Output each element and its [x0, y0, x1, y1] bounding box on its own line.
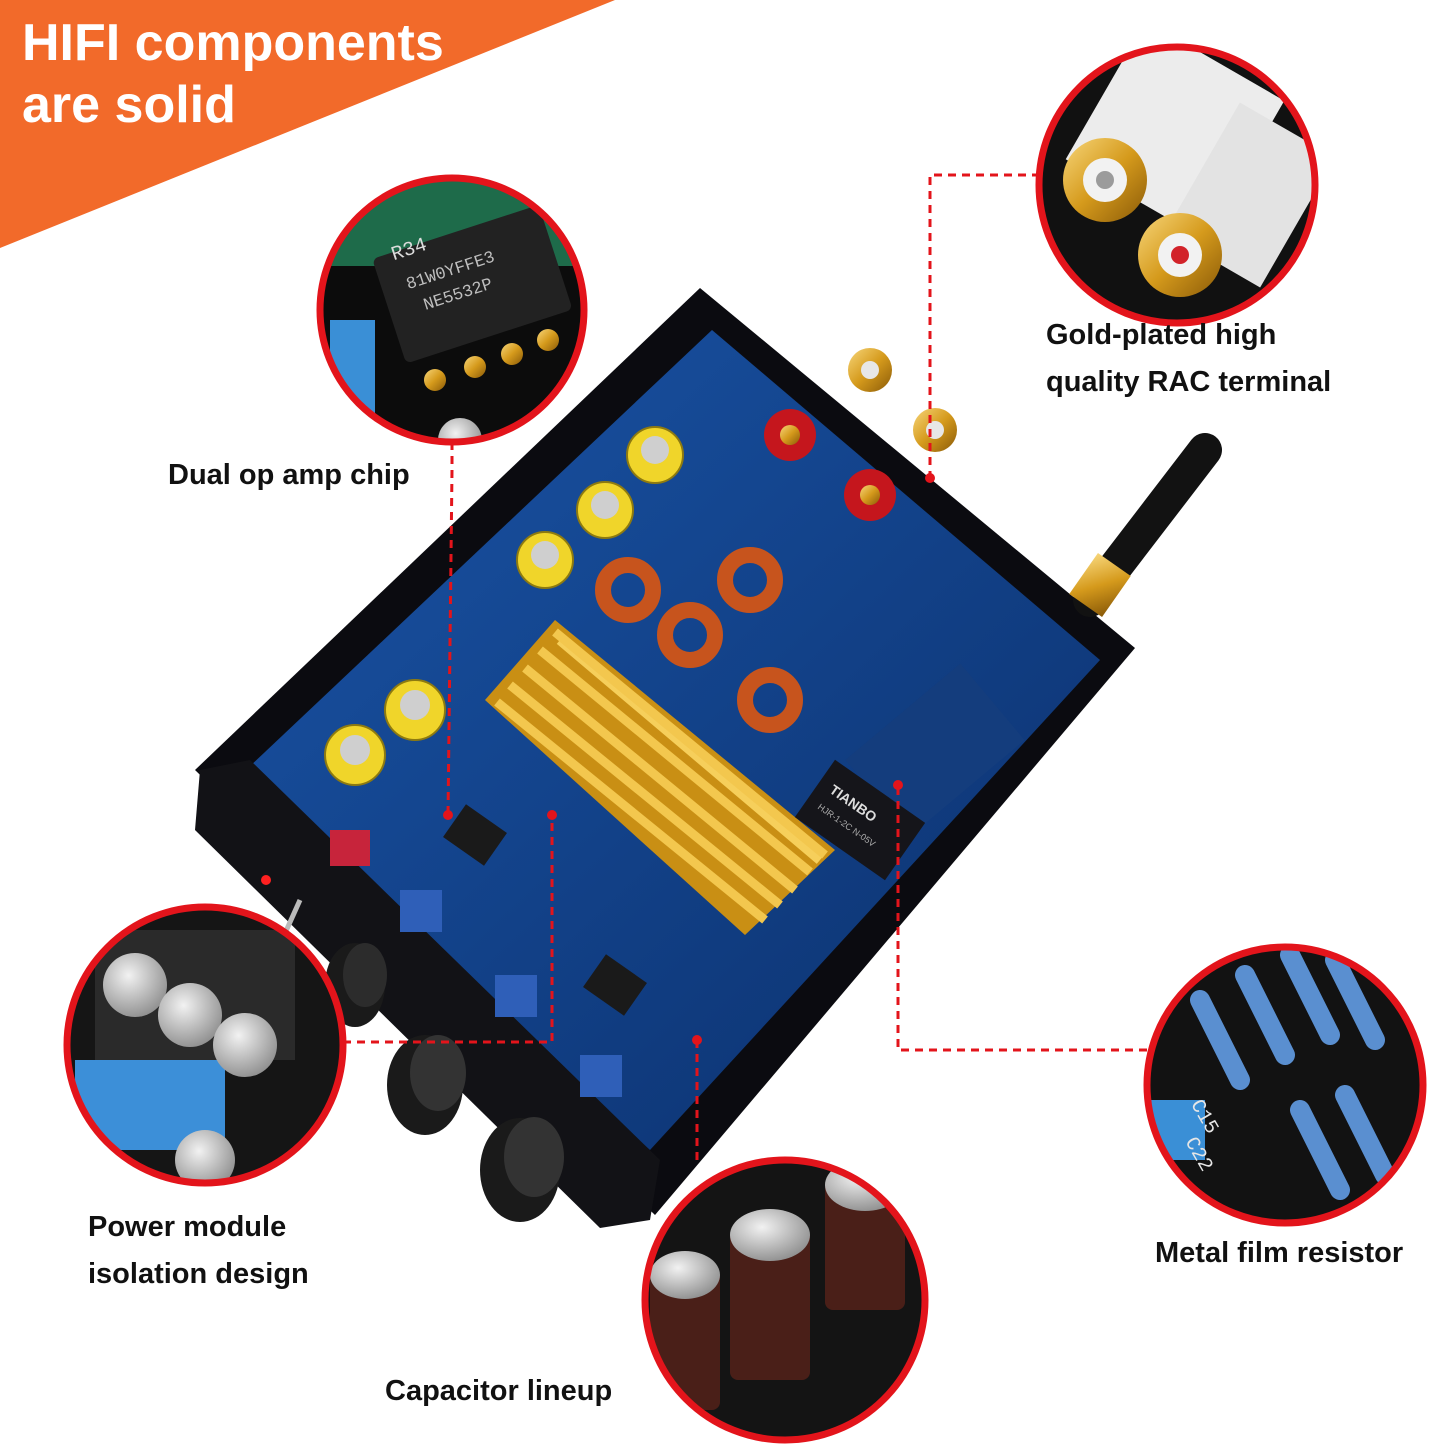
relay: TIANBO HJR-1-2C N-05V: [794, 759, 926, 881]
callout-ring: [63, 903, 347, 1187]
caption-power-module: Power module isolation design: [88, 1204, 309, 1298]
headline-line-2: are solid: [22, 76, 236, 134]
caption-text: Dual op amp chip: [168, 459, 410, 491]
callout-opamp-zoom: 81W0YFFE3 NE5532P R34: [316, 174, 588, 446]
power-led: [261, 875, 271, 885]
power-jack: [330, 830, 370, 866]
opamp-chip-1: [443, 804, 507, 866]
caption-text: Capacitor lineup: [385, 1375, 613, 1407]
headline-banner: [0, 0, 615, 248]
caption-text: Metal film resistor: [1155, 1237, 1404, 1269]
bluetooth-module: [845, 663, 1025, 837]
callout-rca-zoom: [1035, 43, 1319, 327]
bass-knob: [480, 1117, 564, 1222]
amplifier-unit: TIANBO HJR-1-2C N-05V: [195, 288, 1222, 1228]
opamp-chip-2: [583, 954, 647, 1016]
caption-line-1: Power module: [88, 1211, 287, 1243]
leader-lines: [343, 173, 1147, 1160]
callout-caps-zoom: [641, 1156, 929, 1444]
leader-rca: [928, 173, 1040, 478]
callout-resistor-zoom: C15 C22: [1143, 943, 1427, 1227]
leader-dots: [443, 473, 935, 1045]
bluetooth-antenna: [1069, 433, 1222, 617]
capacitor-tops: [340, 436, 669, 765]
rca-inputs: [848, 348, 957, 452]
caption-metal-film-resistor: Metal film resistor: [1155, 1230, 1403, 1277]
caption-dual-op-amp-chip: Dual op amp chip: [168, 452, 410, 499]
treble-knob: [387, 1035, 466, 1135]
caption-line-2: isolation design: [88, 1258, 309, 1290]
inductors: [595, 547, 803, 733]
headline-line-1: HIFI components: [22, 14, 444, 72]
leader-opamp: [446, 442, 454, 816]
heatsink: [485, 620, 835, 935]
trim-pots: [400, 890, 622, 1097]
caption-line-1: Gold-plated high: [1046, 319, 1277, 351]
callout-power-zoom: [63, 903, 347, 1187]
speaker-terminals: [764, 409, 896, 521]
caption-line-2: quality RAC terminal: [1046, 366, 1332, 398]
caption-rca-terminal: Gold-plated high quality RAC terminal: [1046, 312, 1331, 406]
caption-capacitor-lineup: Capacitor lineup: [385, 1368, 612, 1415]
callout-ring: [1035, 43, 1319, 327]
callout-ring: [641, 1156, 929, 1444]
callout-ring: [1143, 943, 1427, 1227]
front-panel: [195, 760, 660, 1228]
headline: HIFI components are solid: [22, 12, 444, 136]
leader-resistor: [896, 785, 1147, 1052]
callout-ring: [316, 174, 588, 446]
